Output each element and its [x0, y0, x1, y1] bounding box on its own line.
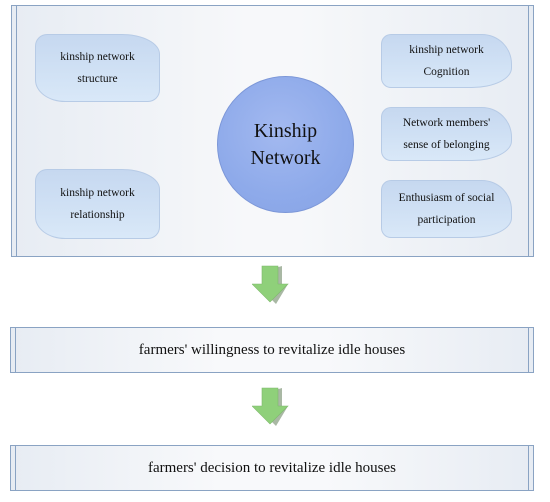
- kinship-network-panel: kinship network structure kinship networ…: [11, 5, 534, 257]
- node-sense-of-belonging: Network members' sense of belonging: [381, 107, 512, 161]
- node-line: kinship network: [60, 187, 135, 199]
- node-line: kinship network: [60, 51, 135, 63]
- arrow-face: [252, 265, 289, 303]
- node-enthusiasm-social-participation: Enthusiasm of social participation: [381, 180, 512, 238]
- arrow-face: [252, 387, 289, 425]
- node-line: participation: [417, 214, 476, 226]
- node-kinship-network-structure: kinship network structure: [35, 34, 160, 102]
- center-line: Kinship: [253, 119, 318, 142]
- node-line: structure: [77, 73, 118, 85]
- box-right-rail: [528, 328, 529, 372]
- node-line: Enthusiasm of social: [398, 192, 495, 204]
- stage-willingness-box: farmers' willingness to revitalize idle …: [10, 327, 534, 373]
- center-line: Network: [250, 146, 321, 169]
- node-line: relationship: [70, 209, 125, 221]
- node-line: kinship network: [409, 44, 484, 56]
- box-left-rail: [15, 446, 16, 490]
- node-line: Network members': [402, 117, 491, 129]
- panel-left-rail: [16, 6, 17, 256]
- box-left-rail: [15, 328, 16, 372]
- kinship-network-center-node: Kinship Network: [217, 76, 354, 213]
- box-right-rail: [528, 446, 529, 490]
- node-line: sense of belonging: [403, 139, 490, 151]
- node-kinship-network-cognition: kinship network Cognition: [381, 34, 512, 88]
- node-line: Cognition: [423, 66, 470, 78]
- stage-decision-label: farmers' decision to revitalize idle hou…: [147, 459, 397, 476]
- down-arrow-icon: [252, 265, 289, 304]
- panel-right-rail: [528, 6, 529, 256]
- node-kinship-network-relationship: kinship network relationship: [35, 169, 160, 239]
- stage-willingness-label: farmers' willingness to revitalize idle …: [138, 341, 406, 358]
- stage-decision-box: farmers' decision to revitalize idle hou…: [10, 445, 534, 491]
- down-arrow-icon: [252, 387, 289, 426]
